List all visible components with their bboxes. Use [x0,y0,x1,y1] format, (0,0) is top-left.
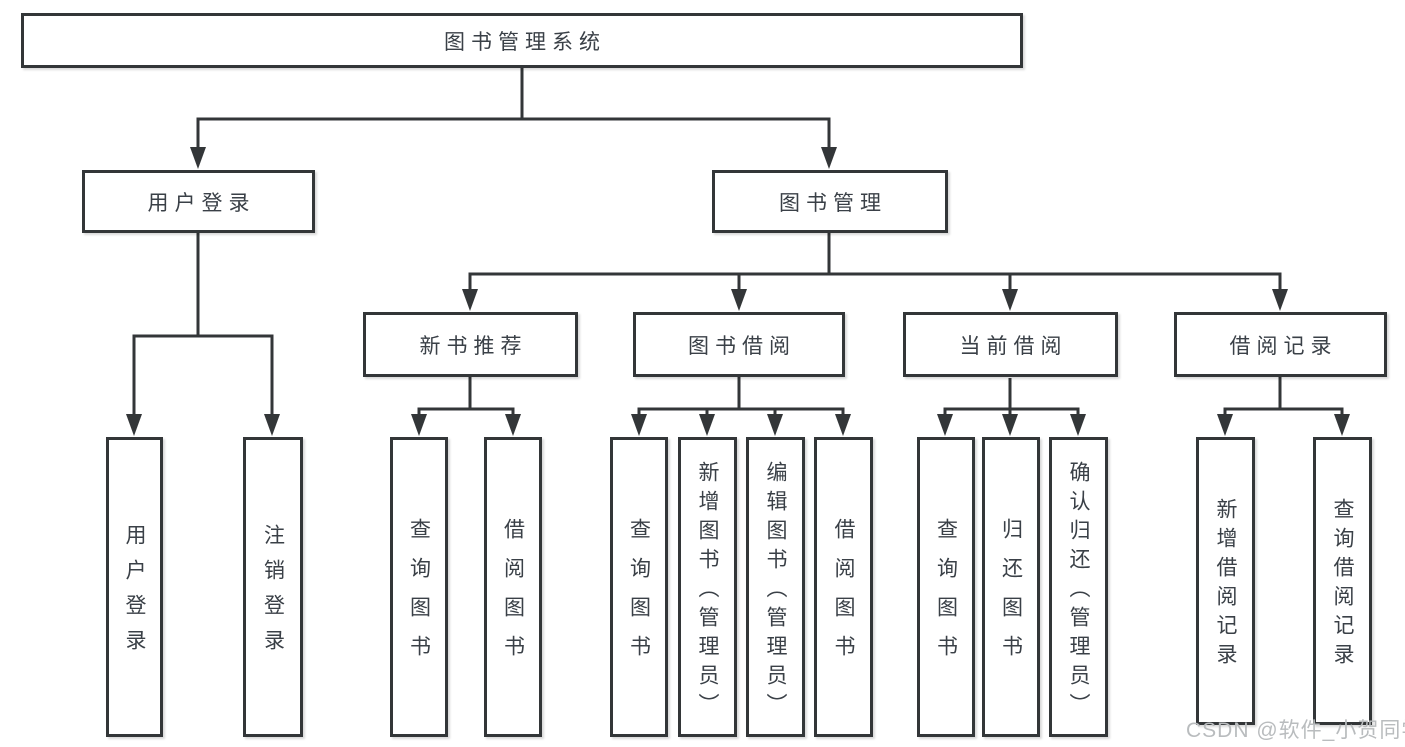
node-leaf-current-query-books: 查询图书 [917,437,975,737]
node-label: 用户登录 [123,524,146,664]
node-root: 图书管理系统 [21,13,1023,68]
node-label: 查询图书 [934,518,958,674]
node-label: 注销登录 [261,524,285,664]
node-leaf-logout: 注销登录 [243,437,303,737]
node-label: 查询借阅记录 [1331,498,1354,672]
node-label: 确认归还（管理员） [1067,460,1090,722]
node-label: 查询图书 [407,518,431,674]
node-leaf-query-borrow-record: 查询借阅记录 [1313,437,1372,725]
node-label: 新增借阅记录 [1214,498,1237,672]
node-leaf-borrowing-query-books: 查询图书 [610,437,668,737]
node-label: 编辑图书（管理员） [764,460,787,722]
node-label: 归还图书 [999,518,1023,674]
node-new-book-recommend: 新书推荐 [363,312,578,377]
node-label: 借阅图书 [832,518,855,674]
node-label: 查询图书 [627,518,651,674]
node-label: 借阅图书 [501,518,525,674]
node-leaf-recommend-query-books: 查询图书 [390,437,448,737]
node-leaf-edit-books-admin: 编辑图书（管理员） [746,437,805,737]
node-leaf-borrowing-borrow-books: 借阅图书 [814,437,873,737]
node-leaf-recommend-borrow-books: 借阅图书 [484,437,542,737]
node-leaf-user-login: 用户登录 [106,437,163,737]
node-book-management: 图书管理 [712,170,948,233]
node-current-borrowing: 当前借阅 [903,312,1118,377]
node-book-borrowing: 图书借阅 [633,312,845,377]
node-user-login: 用户登录 [82,170,315,233]
node-leaf-add-books-admin: 新增图书（管理员） [678,437,737,737]
node-leaf-add-borrow-record: 新增借阅记录 [1196,437,1255,725]
node-leaf-return-books: 归还图书 [982,437,1040,737]
node-leaf-confirm-return-admin: 确认归还（管理员） [1049,437,1108,737]
node-label: 新增图书（管理员） [696,460,719,722]
node-borrow-records: 借阅记录 [1174,312,1387,377]
watermark-text: CSDN @软件_小贺同学 [1186,719,1405,742]
